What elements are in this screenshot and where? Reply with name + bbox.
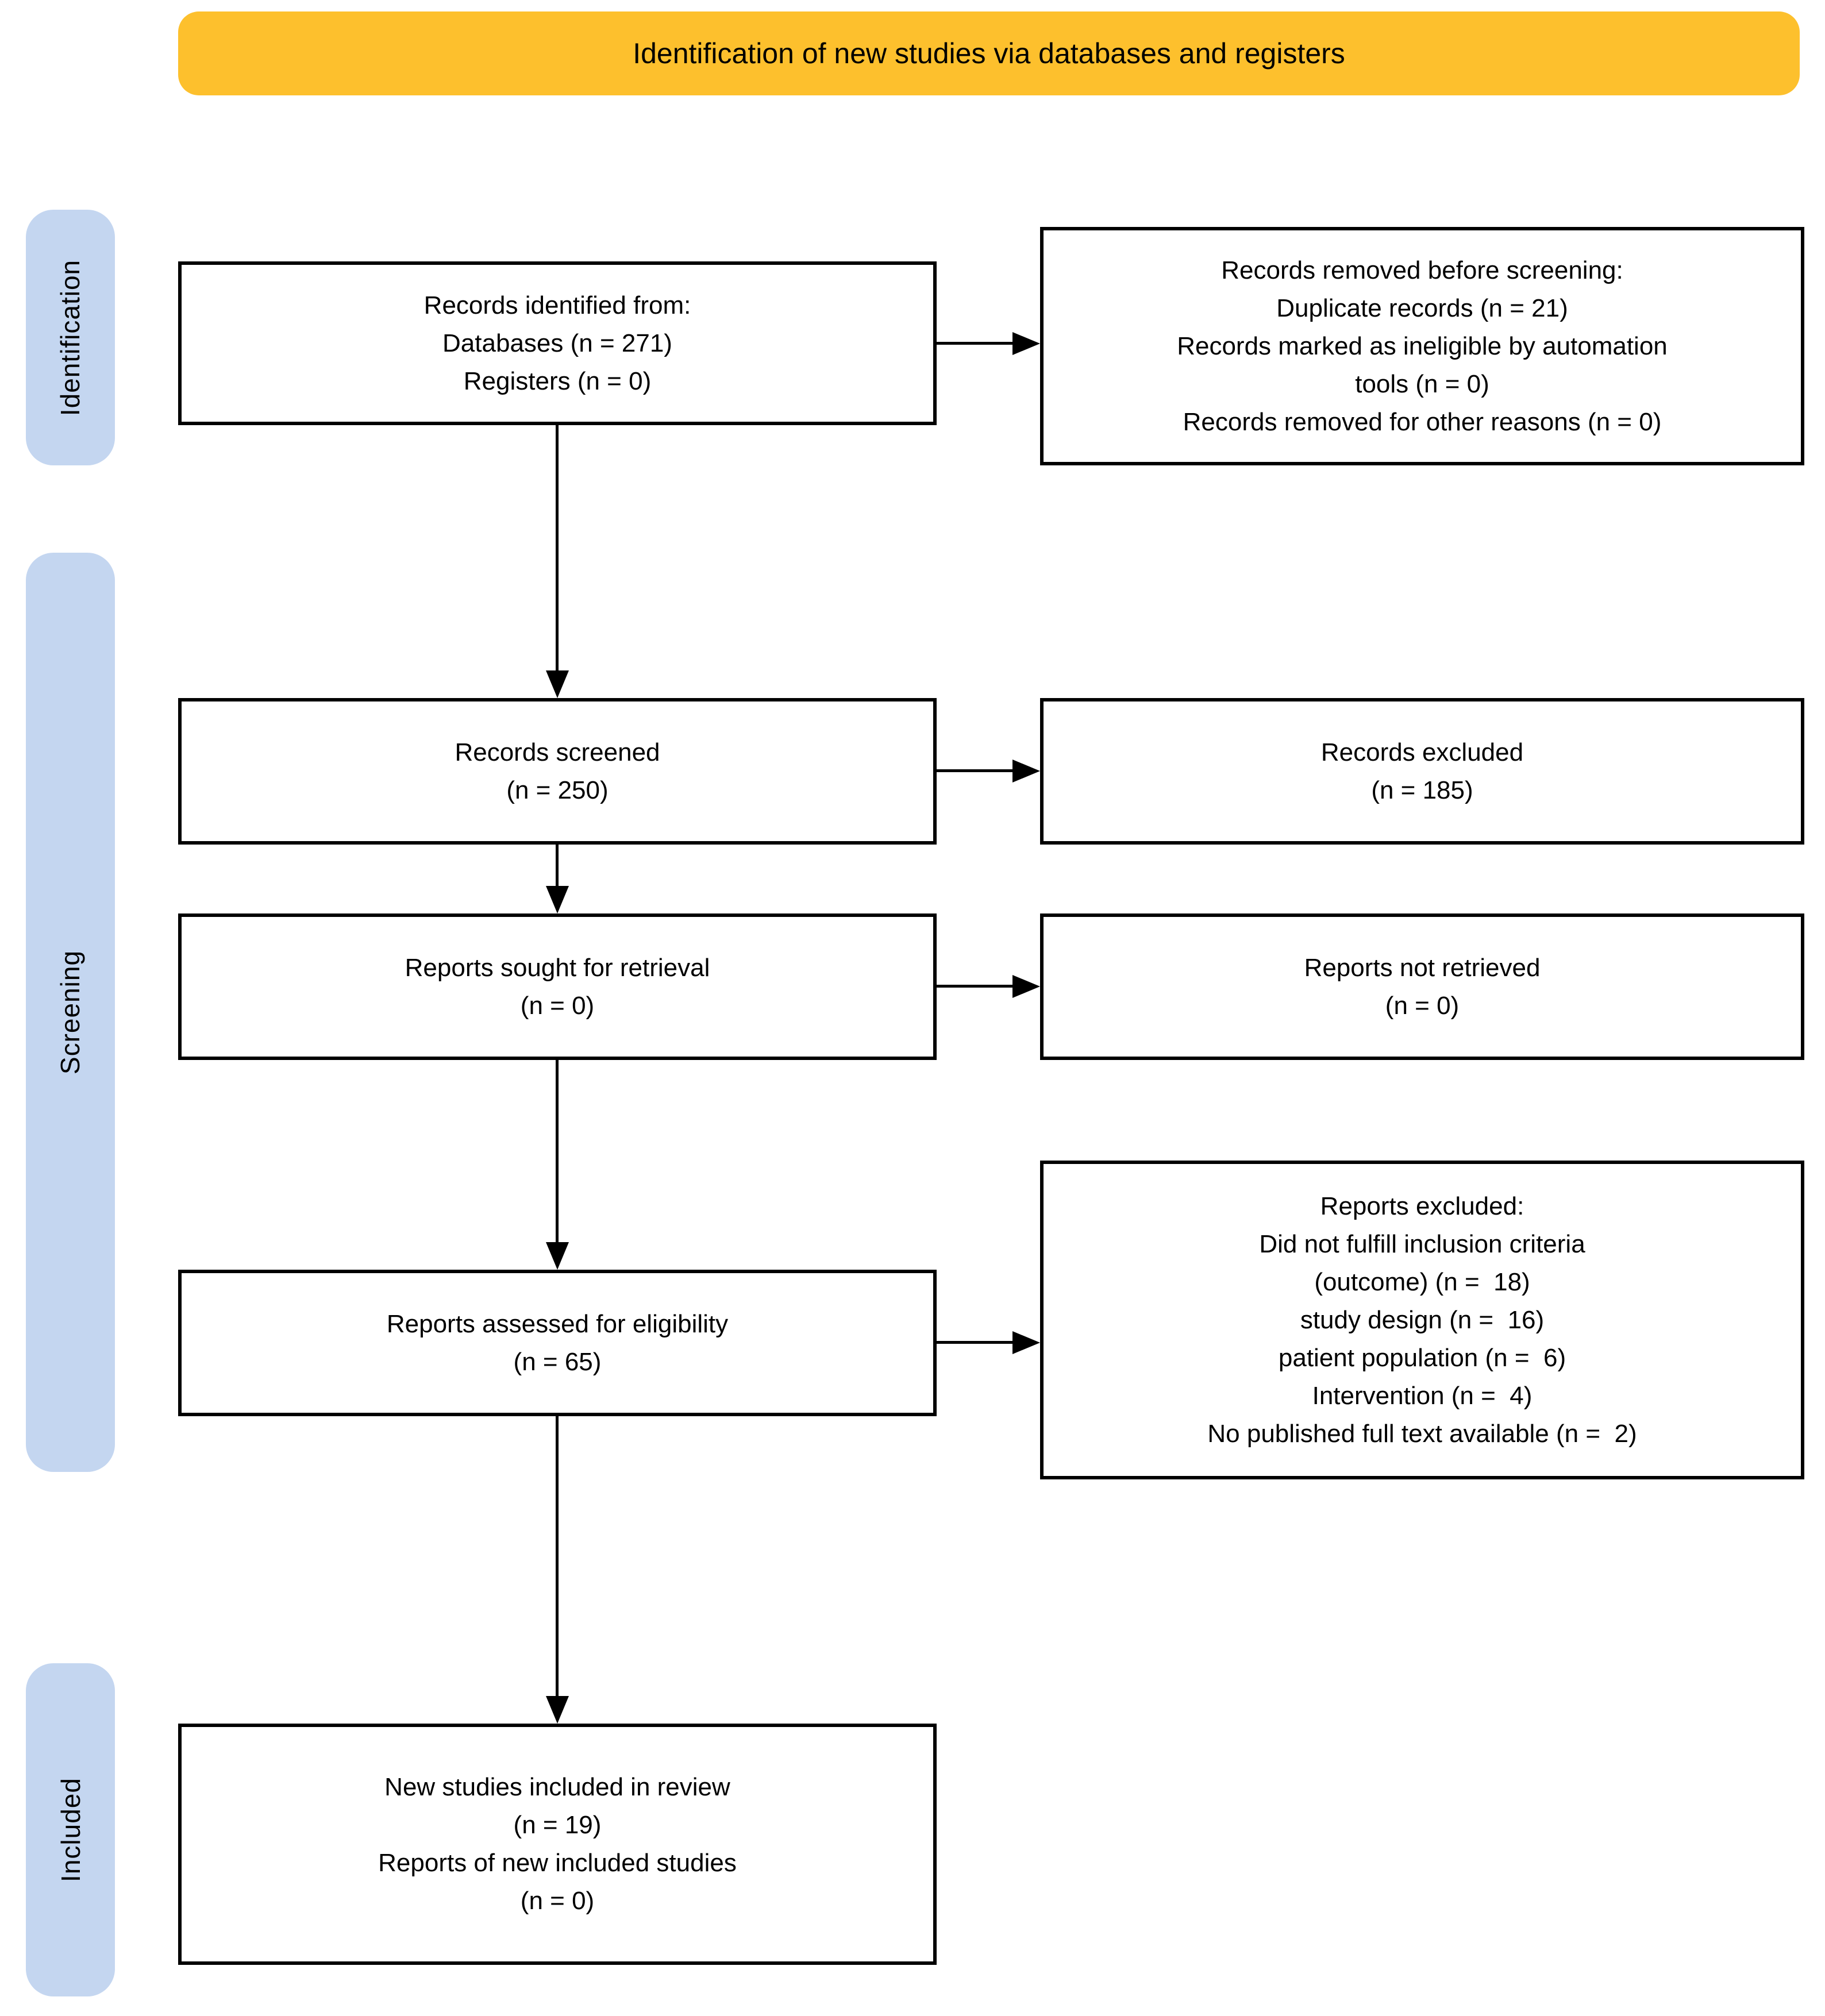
box-new-studies-included: New studies included in review (n = 19) … <box>178 1724 937 1965</box>
box-records-removed-before-screening: Records removed before screening: Duplic… <box>1040 227 1804 465</box>
stage-label-included: Included <box>55 1778 86 1882</box>
arrow-line <box>937 769 1015 772</box>
box-reports-assessed-for-eligibility: Reports assessed for eligibility (n = 65… <box>178 1270 937 1416</box>
arrowhead-right-icon <box>1012 975 1040 998</box>
arrowhead-down-icon <box>546 1242 569 1270</box>
arrow-line <box>937 1341 1015 1344</box>
arrowhead-down-icon <box>546 670 569 698</box>
arrowhead-right-icon <box>1012 1331 1040 1354</box>
stage-pill-identification: Identification <box>26 210 115 465</box>
arrowhead-down-icon <box>546 886 569 913</box>
box-reports-not-retrieved: Reports not retrieved (n = 0) <box>1040 913 1804 1060</box>
arrow-line <box>556 1416 559 1699</box>
arrowhead-down-icon <box>546 1696 569 1724</box>
arrow-line <box>556 1060 559 1245</box>
arrowhead-right-icon <box>1012 332 1040 355</box>
box-records-screened: Records screened (n = 250) <box>178 698 937 845</box>
box-reports-excluded: Reports excluded: Did not fulfill inclus… <box>1040 1161 1804 1479</box>
stage-pill-included: Included <box>26 1663 115 1996</box>
arrow-line <box>556 425 559 673</box>
stage-pill-screening: Screening <box>26 553 115 1472</box>
arrowhead-right-icon <box>1012 760 1040 782</box>
arrow-line <box>937 985 1015 988</box>
box-records-excluded: Records excluded (n = 185) <box>1040 698 1804 845</box>
stage-label-identification: Identification <box>55 259 86 416</box>
arrow-line <box>937 342 1015 345</box>
box-records-identified: Records identified from: Databases (n = … <box>178 261 937 425</box>
box-reports-sought-for-retrieval: Reports sought for retrieval (n = 0) <box>178 913 937 1060</box>
arrow-line <box>556 845 559 889</box>
banner-identification-of-new-studies: Identification of new studies via databa… <box>178 11 1800 95</box>
stage-label-screening: Screening <box>55 950 86 1075</box>
banner-label: Identification of new studies via databa… <box>633 37 1345 70</box>
